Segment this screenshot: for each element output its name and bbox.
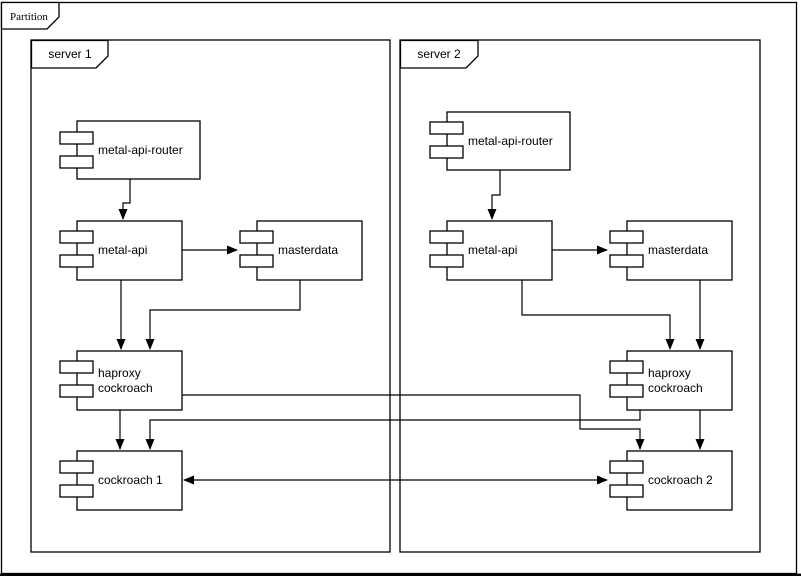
edge-s2-router-to-metalapi — [487, 170, 501, 220]
component-port-icon — [609, 460, 644, 474]
edge-s1-haproxy-to-cockroach2 — [182, 394, 645, 450]
component-label: metal-api-router — [98, 143, 183, 157]
component-label: metal-api — [98, 243, 147, 257]
component-port-icon — [59, 230, 94, 244]
component-port-icon — [429, 254, 464, 268]
partition-tab — [0, 1, 60, 30]
server1-label: server 1 — [48, 47, 92, 61]
component-port-icon — [59, 155, 94, 169]
component-port-icon — [59, 360, 94, 374]
server2-label: server 2 — [417, 47, 461, 61]
component-port-icon — [429, 121, 464, 135]
component-s1-masterdata: masterdata — [239, 220, 363, 281]
component-label: haproxy — [648, 366, 691, 380]
server2-tab — [399, 39, 479, 69]
component-label: cockroach 2 — [648, 473, 713, 487]
component-port-icon — [59, 484, 94, 498]
server2-boundary: server 2 — [399, 39, 761, 553]
edge-s1-masterdata-to-haproxy — [145, 280, 301, 350]
component-port-icon — [609, 230, 644, 244]
component-s2-metal-api: metal-api — [429, 220, 553, 281]
component-port-icon — [429, 230, 464, 244]
edges — [115, 170, 705, 485]
component-label: metal-api — [468, 243, 517, 257]
component-label: masterdata — [648, 243, 708, 257]
component-s2-haproxy-cockroach: haproxy cockroach — [609, 350, 733, 411]
component-label: cockroach — [98, 381, 153, 395]
server1-tab — [30, 39, 109, 69]
component-s2-masterdata: masterdata — [609, 220, 733, 281]
component-s2-cockroach-2: cockroach 2 — [609, 450, 733, 511]
component-port-icon — [609, 254, 644, 268]
component-label: cockroach 1 — [98, 473, 163, 487]
component-s1-metal-api: metal-api — [59, 220, 183, 281]
component-s1-haproxy-cockroach: haproxy cockroach — [59, 350, 183, 411]
edge-s1-router-to-metalapi — [118, 179, 131, 220]
component-port-icon — [59, 254, 94, 268]
edge-s2-metalapi-to-haproxy — [521, 280, 675, 350]
component-s2-metal-api-router: metal-api-router — [429, 111, 571, 171]
component-label: masterdata — [278, 243, 338, 257]
edge-s2-haproxy-to-cockroach1 — [145, 410, 641, 450]
component-port-icon — [59, 384, 94, 398]
component-port-icon — [609, 484, 644, 498]
component-port-icon — [239, 254, 274, 268]
component-label: metal-api-router — [468, 134, 553, 148]
component-port-icon — [59, 131, 94, 145]
component-s1-cockroach-1: cockroach 1 — [59, 450, 183, 511]
component-port-icon — [59, 460, 94, 474]
component-port-icon — [239, 230, 274, 244]
component-port-icon — [609, 384, 644, 398]
server1-boundary: server 1 — [30, 39, 391, 553]
component-port-icon — [609, 360, 644, 374]
partition-label: Partition — [10, 11, 48, 23]
component-label: cockroach — [648, 381, 703, 395]
component-label: haproxy — [98, 366, 141, 380]
component-port-icon — [429, 145, 464, 159]
component-s1-metal-api-router: metal-api-router — [59, 120, 201, 180]
